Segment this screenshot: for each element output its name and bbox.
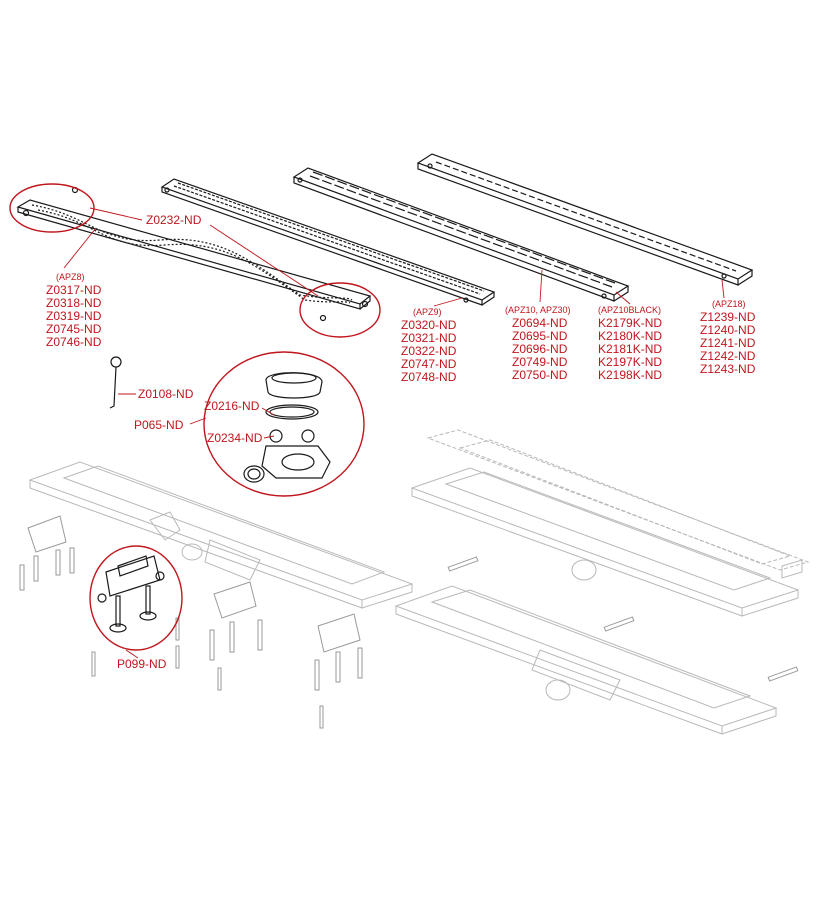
code-apz18-1: Z1239-ND <box>700 310 756 324</box>
code-apz10-5: Z0750-ND <box>512 368 568 382</box>
mounting-brackets-left <box>19 515 363 729</box>
grate-apz10 <box>292 167 630 302</box>
code-apz10black-1: K2179K-ND <box>598 316 662 330</box>
label-p065: P065-ND <box>134 418 184 432</box>
label-apz18: (APZ18) <box>712 299 746 309</box>
siphon-trap <box>243 372 331 483</box>
grate-apz8 <box>16 186 372 322</box>
code-apz10-1: Z0694-ND <box>512 316 568 330</box>
code-apz10-2: Z0695-ND <box>512 329 568 343</box>
drain-assembly-right-upper <box>410 429 810 617</box>
bracket-detail-ring <box>89 545 183 651</box>
code-apz18-4: Z1242-ND <box>700 349 756 363</box>
code-apz8-1: Z0317-ND <box>46 283 102 297</box>
grate-apz9 <box>160 178 496 306</box>
code-apz10black-2: K2180K-ND <box>598 329 662 343</box>
leveling-bracket <box>97 555 165 633</box>
code-apz8-3: Z0319-ND <box>46 309 102 323</box>
code-apz9-5: Z0748-ND <box>401 370 457 384</box>
code-apz8-2: Z0318-ND <box>46 296 102 310</box>
label-apz10: (APZ10, APZ30) <box>505 305 571 315</box>
code-apz9-2: Z0321-ND <box>401 331 457 345</box>
detail-ring-right <box>299 282 381 338</box>
code-apz18-2: Z1240-ND <box>700 323 756 337</box>
label-apz8: (APZ8) <box>56 272 85 282</box>
code-apz9-3: Z0322-ND <box>401 344 457 358</box>
label-apz9: (APZ9) <box>413 307 442 317</box>
code-apz18-5: Z1243-ND <box>700 362 756 376</box>
code-apz10-4: Z0749-ND <box>512 355 568 369</box>
code-apz8-4: Z0745-ND <box>46 322 102 336</box>
code-apz10black-5: K2198K-ND <box>598 368 662 382</box>
detail-ring-left <box>9 183 95 233</box>
drain-assembly-right-lower <box>394 556 799 735</box>
key-tool <box>109 356 122 409</box>
label-apz10black: (APZ10BLACK) <box>598 305 661 315</box>
code-apz10-3: Z0696-ND <box>512 342 568 356</box>
trap-detail-ring <box>203 351 365 497</box>
code-apz10black-3: K2181K-ND <box>598 342 662 356</box>
code-apz18-3: Z1241-ND <box>700 336 756 350</box>
label-z0232: Z0232-ND <box>146 213 202 227</box>
code-apz9-1: Z0320-ND <box>401 318 457 332</box>
label-z0234: Z0234-ND <box>207 431 263 445</box>
labels: Z0232-ND (APZ8) Z0317-ND Z0318-ND Z0319-… <box>46 213 756 671</box>
drain-assembly-left <box>28 461 414 609</box>
code-apz9-4: Z0747-ND <box>401 357 457 371</box>
label-z0216: Z0216-ND <box>204 399 260 413</box>
code-apz8-5: Z0746-ND <box>46 335 102 349</box>
grate-apz18 <box>416 153 754 286</box>
label-p099: P099-ND <box>117 657 167 671</box>
code-apz10black-4: K2197K-ND <box>598 355 662 369</box>
label-z0108: Z0108-ND <box>138 387 194 401</box>
